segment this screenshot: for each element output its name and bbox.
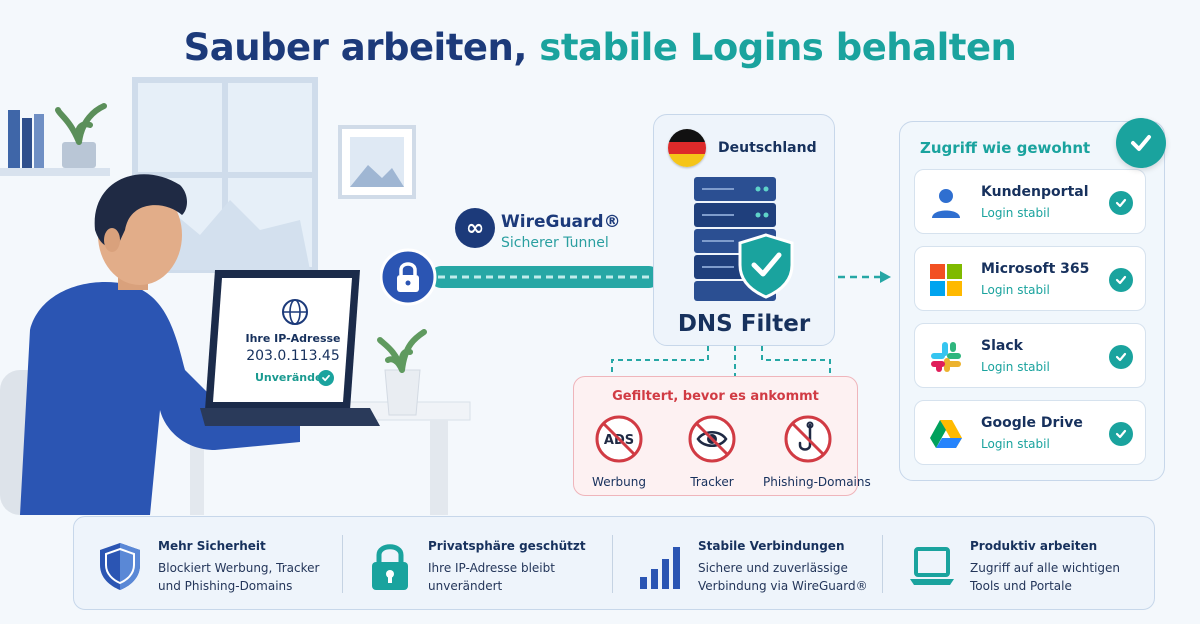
filter-item-ads: ADS Werbung [574, 415, 664, 489]
slack-icon [931, 342, 961, 372]
app-status: Login stabil [981, 437, 1050, 451]
wireguard-brand: WireGuard® [501, 212, 621, 232]
feature-privacy: Privatsphäre geschützt Ihre IP-Adresse b… [344, 517, 614, 611]
app-status: Login stabil [981, 283, 1050, 297]
title-part-1: Sauber arbeiten, [183, 26, 528, 69]
app-status: Login stabil [981, 360, 1050, 374]
divider [612, 535, 613, 593]
lock-icon [372, 544, 408, 590]
filter-panel: Gefiltert, bevor es ankommt ADS Werbung … [573, 376, 871, 496]
app-card-microsoft-365[interactable]: Microsoft 365 Login stabil [914, 246, 1146, 311]
laptop-icon [910, 547, 954, 585]
shield-icon [100, 543, 140, 590]
feature-title: Mehr Sicherheit [158, 539, 266, 553]
phishing-blocked-icon [784, 415, 832, 463]
feature-title: Produktiv arbeiten [970, 539, 1098, 553]
check-icon [1109, 268, 1133, 292]
check-icon [1109, 422, 1133, 446]
microsoft-icon [930, 264, 962, 296]
feature-text: Sichere und zuverlässige Verbindung via … [698, 561, 868, 593]
feature-title: Stabile Verbindungen [698, 539, 845, 553]
app-name: Google Drive [981, 415, 1083, 431]
app-card-kundenportal[interactable]: Kundenportal Login stabil [914, 169, 1146, 234]
app-name: Microsoft 365 [981, 261, 1090, 277]
ads-blocked-icon: ADS [595, 415, 643, 463]
app-name: Kundenportal [981, 184, 1089, 200]
filter-title: Gefiltert, bevor es ankommt [612, 389, 819, 404]
feature-text: Ihre IP-Adresse bleibt unverändert [428, 561, 555, 593]
features-bar: Mehr Sicherheit Blockiert Werbung, Track… [73, 516, 1155, 610]
app-name: Slack [981, 338, 1023, 354]
signal-bars-icon [640, 547, 680, 589]
country-row: Deutschland [668, 129, 817, 167]
filter-item-phishing: Phishing-Domains [763, 415, 871, 489]
divider [342, 535, 343, 593]
filter-label-tracker: Tracker [690, 475, 734, 489]
feature-title: Privatsphäre geschützt [428, 539, 586, 553]
access-panel: Zugriff wie gewohnt Kundenportal Login s… [899, 121, 1165, 481]
feature-productive: Produktiv arbeiten Zugriff auf alle wich… [886, 517, 1154, 611]
check-icon [1109, 345, 1133, 369]
ip-address: 203.0.113.45 [246, 348, 340, 364]
app-status: Login stabil [981, 206, 1050, 220]
globe-icon [282, 299, 308, 325]
wireguard-label: ∞ WireGuard® Sicherer Tunnel [455, 208, 635, 258]
filter-label-phishing: Phishing-Domains [763, 475, 871, 489]
page-title: Sauber arbeiten, stabile Logins behalten [0, 26, 1200, 69]
access-check-icon [1116, 118, 1166, 168]
tracker-blocked-icon [688, 415, 736, 463]
feature-security: Mehr Sicherheit Blockiert Werbung, Track… [74, 517, 344, 611]
check-icon [1109, 191, 1133, 215]
filter-label-ads: Werbung [592, 475, 646, 489]
divider [882, 535, 883, 593]
dns-filter-title: DNS Filter [677, 311, 811, 337]
country-label: Deutschland [718, 140, 817, 156]
filter-item-tracker: Tracker [667, 415, 757, 489]
dns-filter-card: Deutschland DNS Filter [653, 114, 835, 346]
title-part-2: stabile Logins behalten [539, 26, 1017, 69]
tunnel-connection [380, 248, 891, 306]
user-icon [932, 189, 960, 218]
google-drive-icon [930, 420, 962, 448]
ip-status-check-icon [318, 370, 334, 386]
feature-text: Zugriff auf alle wichtigen Tools und Por… [970, 561, 1121, 593]
app-card-google-drive[interactable]: Google Drive Login stabil [914, 400, 1146, 465]
feature-text: Blockiert Werbung, Tracker und Phishing-… [158, 561, 320, 593]
germany-flag-icon [668, 129, 706, 167]
office-scene-illustration [0, 77, 471, 515]
feature-connections: Stabile Verbindungen Sichere und zuverlä… [614, 517, 886, 611]
app-card-slack[interactable]: Slack Login stabil [914, 323, 1146, 388]
ip-status: Unverändert [255, 371, 334, 384]
filter-connectors [611, 346, 831, 376]
access-title: Zugriff wie gewohnt [920, 139, 1091, 157]
wireguard-logo-icon: ∞ [455, 208, 495, 248]
server-shield-icon [694, 177, 794, 301]
tunnel-subtitle: Sicherer Tunnel [501, 235, 609, 251]
ip-label: Ihre IP-Adresse [245, 332, 341, 345]
